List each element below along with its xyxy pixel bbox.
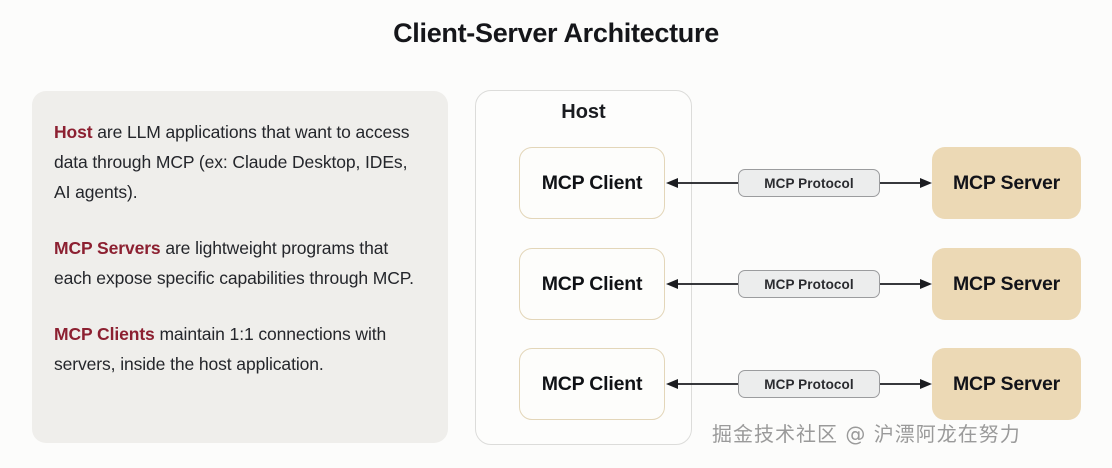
- mcp-server-node-1: MCP Server: [932, 147, 1081, 219]
- description-paragraph-mcp-clients: MCP Clients maintain 1:1 connections wit…: [54, 319, 424, 379]
- description-paragraph-host: Host are LLM applications that want to a…: [54, 117, 424, 207]
- description-paragraph-mcp-servers: MCP Servers are lightweight programs tha…: [54, 233, 424, 293]
- mcp-client-node-1: MCP Client: [519, 147, 665, 219]
- host-label: Host: [561, 101, 606, 123]
- mcp-protocol-chip-3: MCP Protocol: [738, 370, 880, 398]
- page-title: Client-Server Architecture: [393, 18, 719, 48]
- mcp-server-node-2: MCP Server: [932, 248, 1081, 320]
- connector-arrows-2: [666, 279, 932, 289]
- description-lead-mcp-servers: MCP Servers: [54, 238, 161, 258]
- description-lead-mcp-clients: MCP Clients: [54, 324, 155, 344]
- description-body-mcp-clients: maintain 1:1 connections with servers, i…: [54, 324, 387, 374]
- connection-row-2: MCP Protocol: [663, 269, 935, 299]
- watermark-text: 掘金技术社区 @ 沪漂阿龙在努力: [712, 422, 1021, 446]
- description-body-mcp-servers: are lightweight programs that each expos…: [54, 238, 414, 288]
- mcp-protocol-chip-2: MCP Protocol: [738, 270, 880, 298]
- connection-row-1: MCP Protocol: [663, 168, 935, 198]
- connection-row-3: MCP Protocol: [663, 369, 935, 399]
- description-lead-host: Host: [54, 122, 93, 142]
- mcp-protocol-chip-1: MCP Protocol: [738, 169, 880, 197]
- mcp-client-node-2: MCP Client: [519, 248, 665, 320]
- mcp-client-node-3: MCP Client: [519, 348, 665, 420]
- connector-arrows-1: [666, 178, 932, 188]
- connector-arrows-3: [666, 379, 932, 389]
- description-body-host: are LLM applications that want to access…: [54, 122, 410, 202]
- description-panel: Host are LLM applications that want to a…: [32, 91, 448, 443]
- mcp-server-node-3: MCP Server: [932, 348, 1081, 420]
